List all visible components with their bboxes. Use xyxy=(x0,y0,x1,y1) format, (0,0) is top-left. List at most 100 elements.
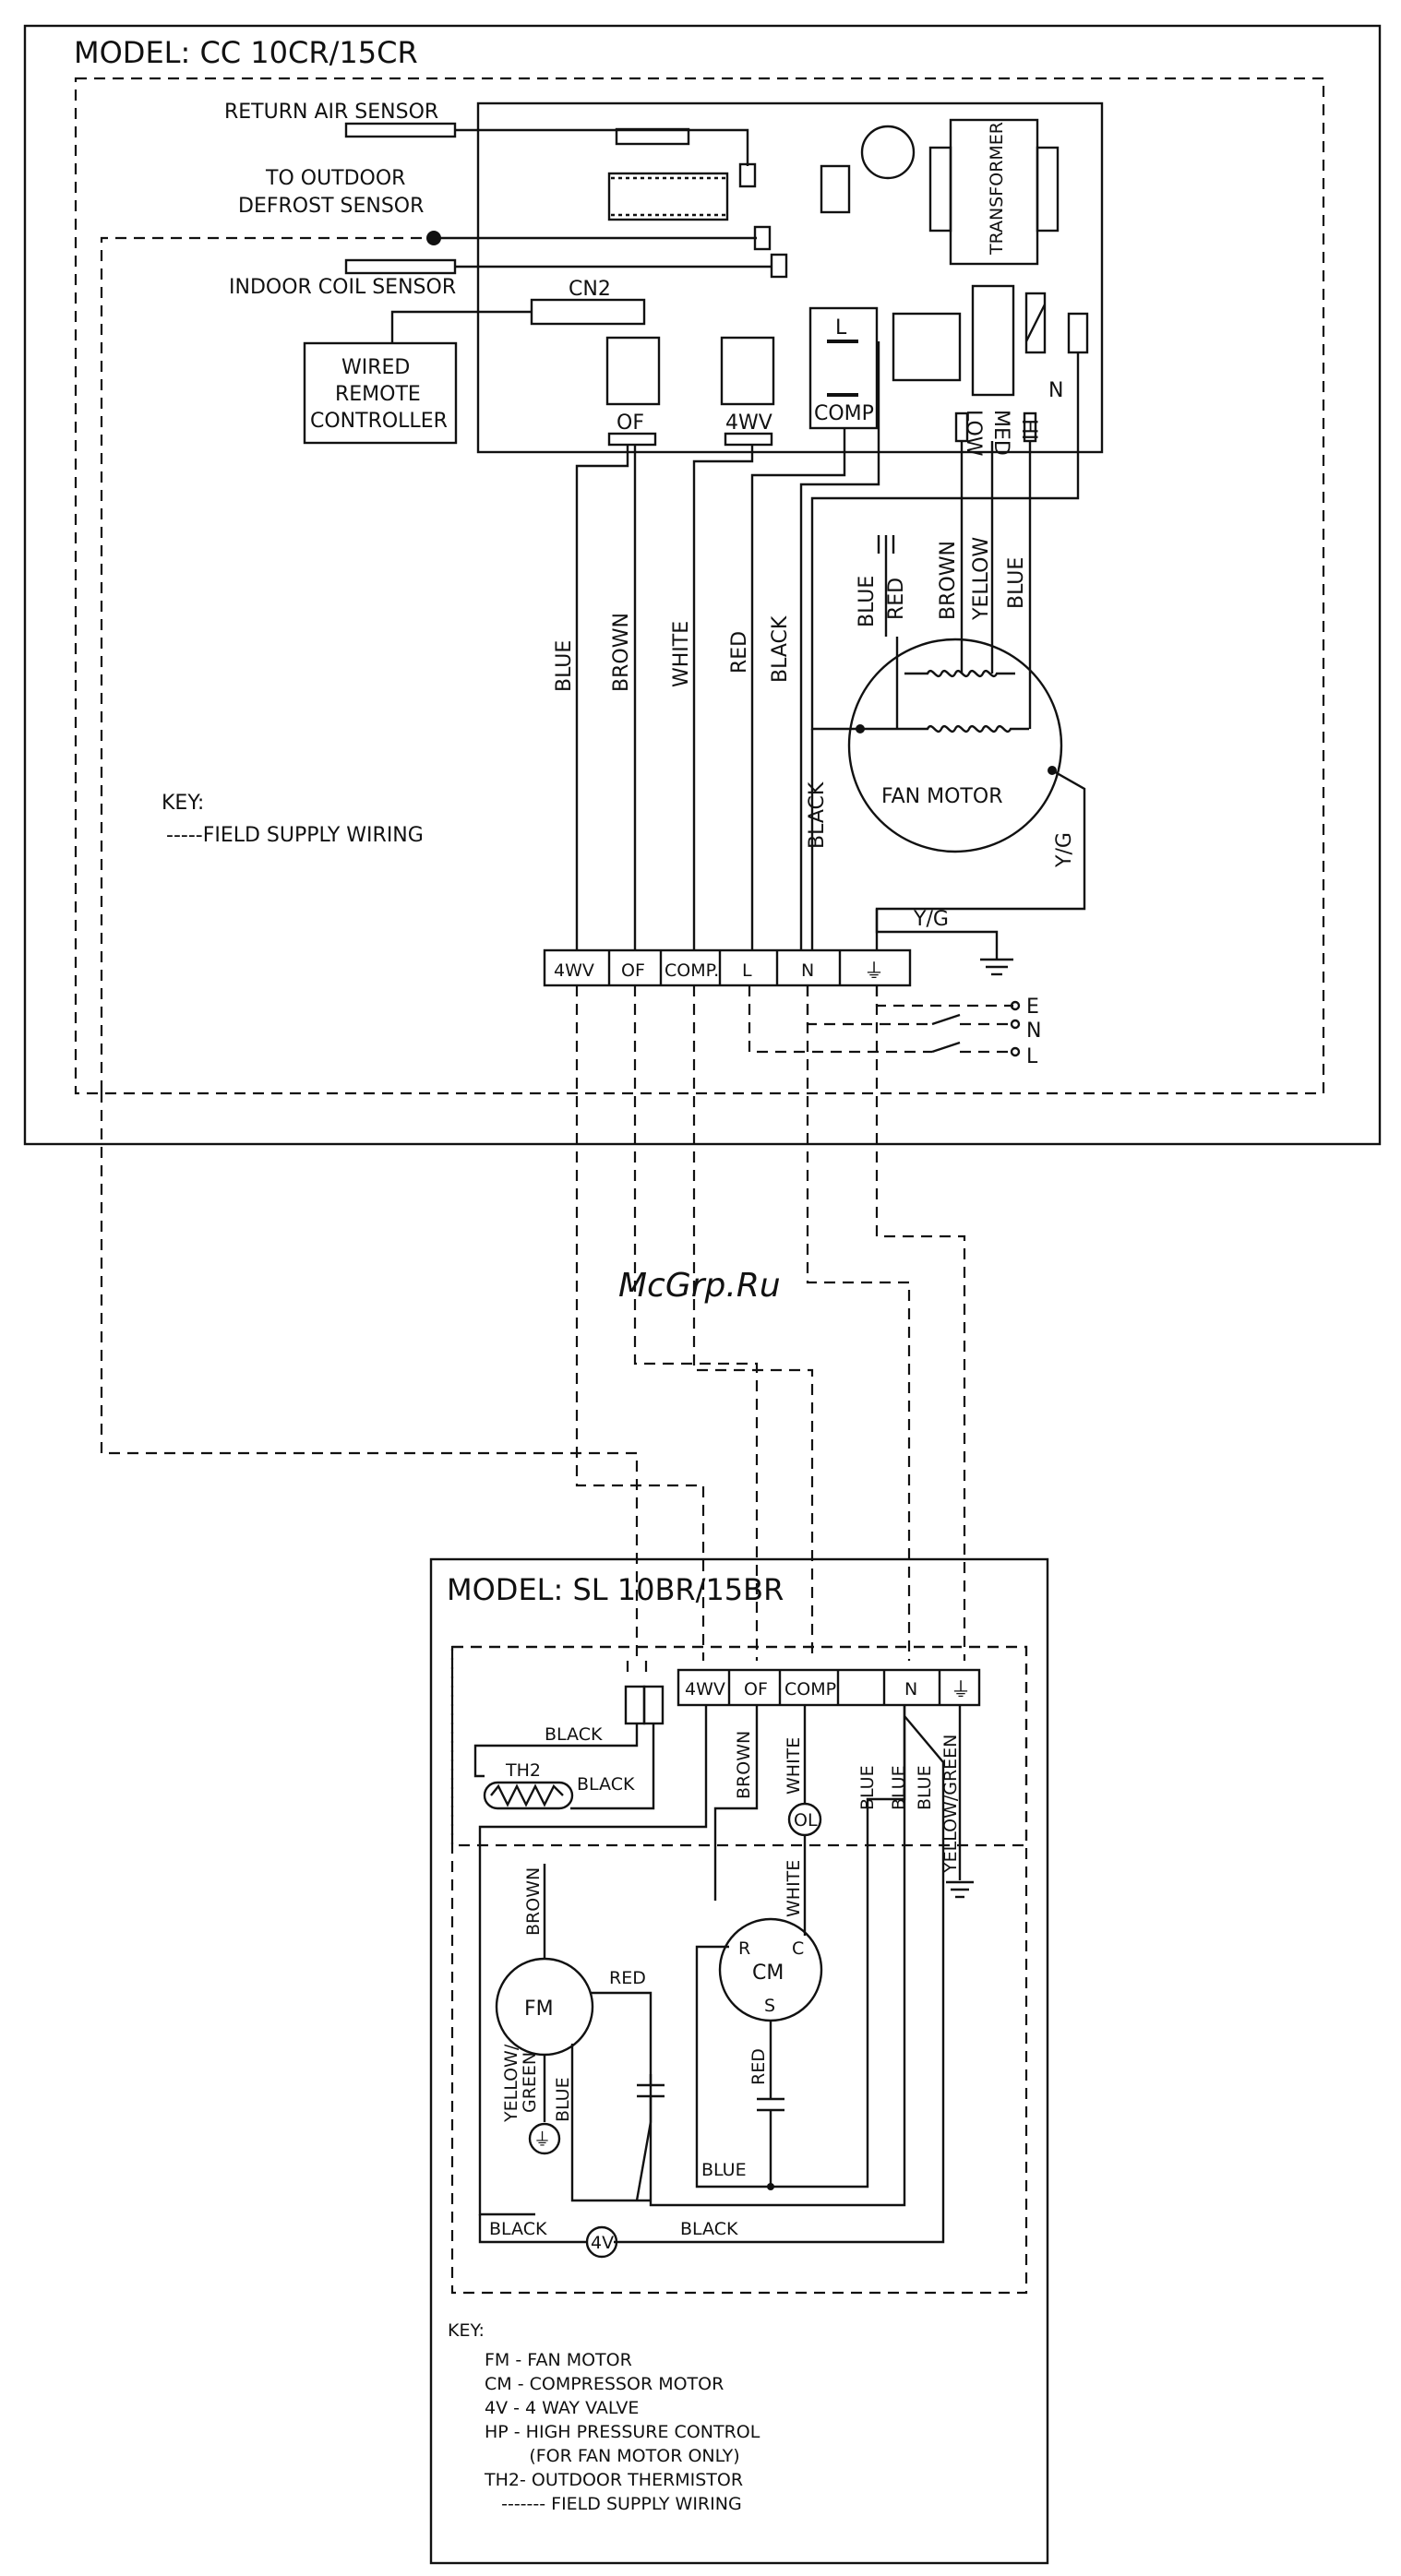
th2-label: TH2 xyxy=(505,1760,541,1781)
indoor-coil-sensor: INDOOR COIL SENSOR xyxy=(229,253,788,299)
cm-c-label: C xyxy=(792,1938,804,1959)
cn2-label: CN2 xyxy=(569,278,611,301)
fan-blue2-label: BLUE xyxy=(1005,557,1028,609)
yg2-label: GREEN xyxy=(520,2052,540,2113)
relay-comp-label: COMP xyxy=(814,402,874,425)
cn2-connector: CN2 xyxy=(390,278,646,343)
blue3-label: BLUE xyxy=(915,1765,935,1810)
key-item-field: ------- FIELD SUPPLY WIRING xyxy=(485,2494,742,2514)
outdoor-frame xyxy=(429,1557,1049,2565)
white2-label: WHITE xyxy=(784,1860,804,1917)
indoor-unit: MODEL: CC 10CR/15CR TRANSFORMER RETURN A… xyxy=(23,24,1382,1146)
black2-label: BLACK xyxy=(577,1774,635,1795)
fan-yg-label: Y/G xyxy=(1053,832,1076,868)
indoor-earth: Y/G xyxy=(875,908,1013,976)
indoor-terminal-earth: ⏚ xyxy=(864,960,884,984)
earth-yg-label: Y/G xyxy=(913,908,949,931)
key-item-cm: CM - COMPRESSOR MOTOR xyxy=(485,2374,724,2394)
outdoor-unit: MODEL: SL 10BR/15BR 4WV OF COMP N ⏚ BLAC… xyxy=(429,1557,1049,2565)
cm-s-label: S xyxy=(764,1996,775,2016)
black4-label: BLACK xyxy=(680,2219,738,2239)
fan-motor: FAN MOTOR BLUE RED BROWN YELLOW BLUE Y/G xyxy=(847,535,1086,950)
wired-label-1: WIRED xyxy=(341,356,410,379)
indoor-terminal-block: 4WV OF COMP. L N ⏚ xyxy=(543,948,912,987)
interconnect-wiring xyxy=(100,236,966,1672)
speed-low-label: LOW xyxy=(962,410,985,457)
cm-label: CM xyxy=(752,1962,784,1985)
brown2-label: BROWN xyxy=(523,1867,544,1936)
red1-label: RED xyxy=(609,1968,646,1988)
white-label: WHITE xyxy=(784,1737,804,1795)
watermark: McGrp.Ru xyxy=(618,1267,781,1305)
wire-black-label-2: BLACK xyxy=(806,781,829,849)
relay-4wv: 4WV xyxy=(720,336,775,447)
wire-white-label: WHITE xyxy=(670,621,693,687)
four-way-valve-4v: 4V BLACK BLACK xyxy=(478,2214,738,2259)
return-air-sensor: RETURN AIR SENSOR xyxy=(224,101,757,188)
pcb-capacitor xyxy=(860,125,916,180)
fan-motor-fm: FM RED ⏚ YELLOW/ GREEN BLUE xyxy=(495,1882,665,2202)
transformer-label: TRANSFORMER xyxy=(987,122,1007,256)
fan-speed-relay: N LOW MED HI xyxy=(954,284,1089,457)
indoor-terminal-l: L xyxy=(742,960,752,981)
key-item-4v: 4V - 4 WAY VALVE xyxy=(485,2398,639,2418)
return-air-sensor-label: RETURN AIR SENSOR xyxy=(224,101,438,124)
indoor-key-field: -----FIELD SUPPLY WIRING xyxy=(166,824,424,847)
indoor-terminal-of: OF xyxy=(621,960,645,981)
speed-hi-label: HI xyxy=(1017,419,1040,440)
brown-label: BROWN xyxy=(734,1731,754,1799)
indoor-model-title: MODEL: CC 10CR/15CR xyxy=(74,35,418,70)
wire-black-label: BLACK xyxy=(769,615,792,683)
indoor-terminal-n: N xyxy=(801,960,814,981)
indoor-terminal-comp: COMP. xyxy=(665,960,719,981)
indoor-field-boundary xyxy=(74,77,1325,1095)
overload-ol: OL xyxy=(787,1802,822,1837)
yg1-label: YELLOW/ xyxy=(501,2044,521,2123)
wired-label-2: REMOTE xyxy=(335,383,421,406)
outdoor-defrost-sensor: TO OUTDOOR DEFROST SENSOR xyxy=(238,167,772,251)
indoor-key-title: KEY: xyxy=(162,792,204,815)
outdoor-terminal-4wv: 4WV xyxy=(685,1679,725,1699)
fan-red-label: RED xyxy=(885,578,908,620)
wire-brown-label: BROWN xyxy=(610,613,633,692)
red2-label: RED xyxy=(748,2048,769,2085)
to-outdoor-label: TO OUTDOOR xyxy=(265,167,405,190)
transformer: TRANSFORMER xyxy=(928,118,1060,266)
th2-connector: BLACK TH2 BLACK xyxy=(473,1685,665,1810)
wired-label-3: CONTROLLER xyxy=(310,410,448,433)
defrost-sensor-label: DEFROST SENSOR xyxy=(238,195,424,218)
indoor-coil-sensor-label: INDOOR COIL SENSOR xyxy=(229,276,456,299)
relay-comp: L COMP xyxy=(808,306,962,430)
supply-e-label: E xyxy=(1026,996,1039,1019)
relay-of-label: OF xyxy=(617,411,644,435)
pcb-connector xyxy=(820,164,851,214)
outdoor-terminal-block: 4WV OF COMP N ⏚ xyxy=(677,1668,981,1707)
indoor-terminal-4wv: 4WV xyxy=(554,960,594,981)
blue1-label: BLUE xyxy=(857,1765,878,1810)
blue5-label: BLUE xyxy=(701,2160,747,2180)
yellow-green-label: YELLOW/GREEN xyxy=(940,1735,961,1874)
outdoor-terminal-earth: ⏚ xyxy=(951,1679,971,1702)
outdoor-terminal-comp: COMP xyxy=(784,1679,836,1699)
key-title: KEY: xyxy=(448,2320,485,2341)
v4-label: 4V xyxy=(591,2233,614,2253)
blue4-label: BLUE xyxy=(553,2077,573,2122)
pcb-board xyxy=(476,101,1104,454)
key-item-th2: TH2- OUTDOOR THERMISTOR xyxy=(484,2470,743,2490)
compressor-cm: CM R C S RED BLUE xyxy=(695,1917,823,2190)
fan-blue-label: BLUE xyxy=(856,576,879,627)
ol-label: OL xyxy=(794,1810,818,1831)
key-item-hp-note: (FOR FAN MOTOR ONLY) xyxy=(485,2446,740,2466)
speed-n-label: N xyxy=(1048,379,1063,402)
relay-of: OF xyxy=(605,336,661,447)
indoor-field-supply: E N L xyxy=(748,985,1041,1068)
fm-label: FM xyxy=(524,1998,554,2021)
relay-4wv-label: 4WV xyxy=(725,411,772,435)
cm-r-label: R xyxy=(738,1938,750,1959)
wire-red-label: RED xyxy=(728,631,751,674)
relay-l-label: L xyxy=(835,316,847,340)
wired-remote-controller: WIRED REMOTE CONTROLLER xyxy=(303,341,458,445)
pcb-chip-pins xyxy=(611,176,725,217)
supply-n-label: N xyxy=(1026,1020,1041,1043)
